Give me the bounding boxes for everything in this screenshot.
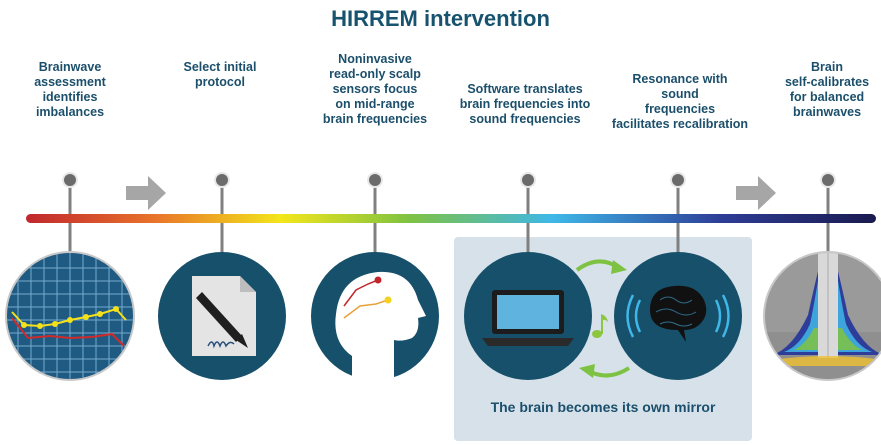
step-2-node — [214, 172, 230, 188]
step-1-node — [62, 172, 78, 188]
laptop-icon — [464, 252, 592, 380]
arrow-right-icon — [736, 176, 776, 210]
arrow-right-icon — [126, 176, 166, 210]
balanced-spectrum-icon — [763, 251, 881, 381]
mirror-caption: The brain becomes its own mirror — [490, 399, 716, 415]
brainwave-chart-icon — [5, 251, 135, 381]
step-4-node — [520, 172, 536, 188]
music-note-icon — [592, 314, 608, 338]
brain-sound-icon — [614, 252, 742, 380]
step-6-node — [820, 172, 836, 188]
page-title: HIRREM intervention — [331, 6, 550, 31]
step-3-node — [367, 172, 383, 188]
protocol-document-icon — [158, 252, 286, 380]
spectrum-bar — [26, 214, 876, 223]
step-5-node — [670, 172, 686, 188]
head-sensor-icon — [311, 252, 439, 380]
